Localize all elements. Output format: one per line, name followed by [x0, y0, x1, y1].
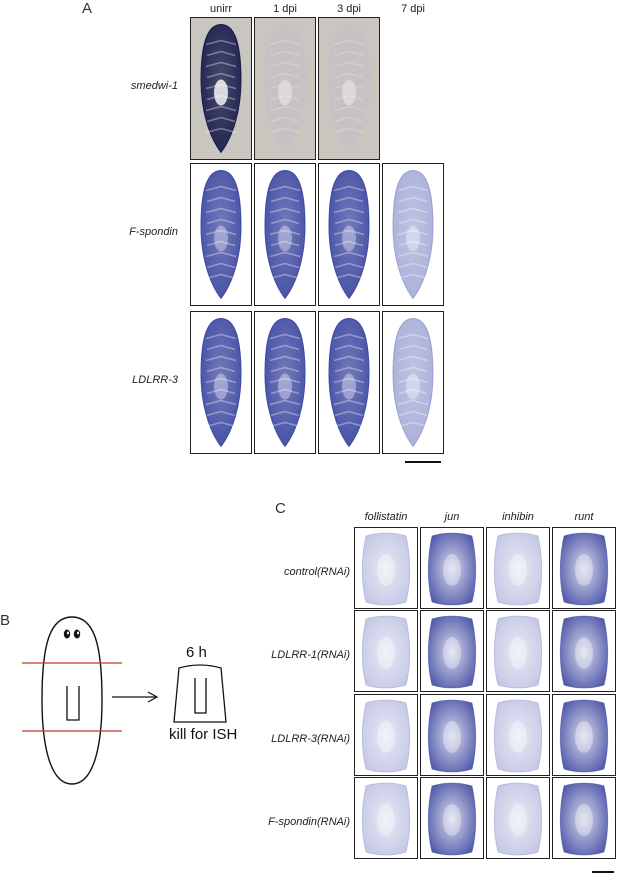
- trunk-fragment-outline: [173, 664, 227, 723]
- panel-c-image-cell: [354, 694, 418, 776]
- worm-outline: [41, 616, 103, 785]
- panel-b-schematic: [22, 616, 227, 785]
- panel-a-letter: A: [82, 0, 93, 17]
- panel-a-image-cell: [190, 17, 252, 160]
- panel-c-image-cell: [354, 527, 418, 609]
- panel-a-row-label: LDLRR-3: [132, 374, 178, 386]
- panel-a-row-label: smedwi-1: [130, 80, 178, 92]
- panel-c-col-label: follistatin: [364, 511, 408, 523]
- panel-c-row-label: F-spondin(RNAi): [268, 816, 350, 828]
- panel-a-col-label: 1 dpi: [273, 3, 297, 15]
- panel-a-image-cell: [382, 311, 444, 454]
- panel-c-row-label: control(RNAi): [283, 566, 350, 578]
- panel-c-image-cell: [420, 527, 484, 609]
- panel-c-image-cell: [486, 610, 550, 692]
- panel-c-image-cell: [486, 694, 550, 776]
- panel-c-scale-bar: [592, 871, 614, 873]
- eye-right-icon: [73, 629, 81, 639]
- panel-a-image-cell: [318, 163, 380, 306]
- time-label: 6 h: [186, 644, 207, 661]
- panel-c-letter: C: [275, 500, 286, 517]
- panel-a-col-label: 7 dpi: [401, 3, 425, 15]
- eye-left-icon: [63, 629, 71, 639]
- panel-b-letter: B: [0, 612, 11, 629]
- panel-a-row-label: F-spondin: [129, 226, 178, 238]
- panel-c-image-cell: [354, 777, 418, 859]
- panel-a-image-cell: [254, 17, 316, 160]
- panel-a-image-cell: [190, 311, 252, 454]
- panel-a-image-cell: [254, 163, 316, 306]
- panel-a-col-label: unirr: [209, 3, 232, 15]
- panel-a-col-label: 3 dpi: [337, 3, 361, 15]
- panel-c-col-label: jun: [444, 511, 460, 523]
- panel-c-image-cell: [354, 610, 418, 692]
- panel-c-row-label: LDLRR-3(RNAi): [271, 733, 350, 745]
- panel-c-image-cell: [420, 610, 484, 692]
- trunk-pharynx-outline: [194, 678, 207, 714]
- panel-a-image-cell: [318, 17, 380, 160]
- panel-c-image-cell: [552, 777, 616, 859]
- panel-c-image-cell: [552, 610, 616, 692]
- panel-a-image-cell: [254, 311, 316, 454]
- panel-a-image-cell: [382, 163, 444, 306]
- panel-c-col-label: runt: [574, 511, 594, 523]
- pharynx-outline: [66, 686, 80, 721]
- panel-c-image-cell: [486, 527, 550, 609]
- panel-a-image-cell: [318, 311, 380, 454]
- panel-c-image-cell: [552, 694, 616, 776]
- panel-c-image-cell: [420, 777, 484, 859]
- kill-caption: kill for ISH: [169, 726, 238, 743]
- panel-c-row-label: LDLRR-1(RNAi): [271, 649, 350, 661]
- arrow-head-icon: [147, 691, 159, 703]
- panel-a-scale-bar: [405, 461, 441, 463]
- panel-c-image-cell: [420, 694, 484, 776]
- panel-c-col-label: inhibin: [502, 511, 534, 523]
- panel-c-image-cell: [552, 527, 616, 609]
- panel-a-image-cell: [190, 163, 252, 306]
- panel-c-image-cell: [486, 777, 550, 859]
